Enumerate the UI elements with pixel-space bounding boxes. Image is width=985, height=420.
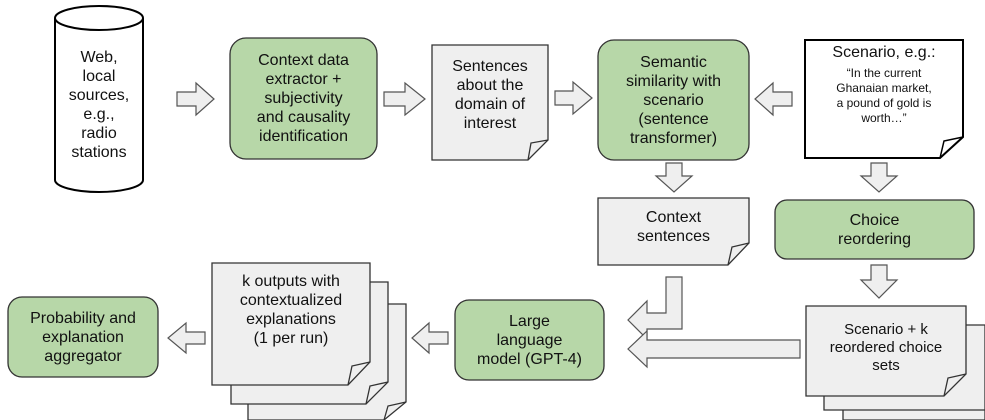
arrow-llm-koutputs [411,321,449,355]
semantic-box [597,39,750,161]
scenario-title: Scenario, e.g.: [832,43,936,61]
extractor-box [229,37,378,160]
arrow-sentences-semantic [554,80,593,116]
arrow-koutputs-aggregator [167,321,206,355]
scenario-k-stack [805,305,985,420]
aggregator-label: Probability and explanation aggregator [30,309,136,365]
scenario-doc [804,39,964,159]
aggregator-box [7,296,159,378]
scenario-quote: “In the current Ghanaian market, a pound… [836,66,932,125]
choice-reordering-box [774,199,975,260]
arrows [167,80,899,369]
sentences-domain-label: Sentences about the domain of interest [452,58,528,132]
source-cylinder [54,5,144,193]
arrow-scenariok-llm [627,329,801,369]
arrow-choice-scenariok [859,264,899,299]
llm-label: Large language model (GPT-4) [477,312,582,368]
k-outputs-label: k outputs with contextualized explanatio… [239,273,343,347]
arrow-semantic-context [654,162,694,193]
context-sentences-doc [597,197,750,266]
source-label: Web, local sources, e.g., radio stations [68,49,130,161]
choice-reordering-label: Choice reordering [838,211,911,248]
extractor-label: Context data extractor + subjectivity an… [256,52,351,145]
semantic-label: Semantic similarity with scenario (sente… [625,53,722,147]
sentences-domain-doc [431,44,549,161]
arrow-context-llm [627,276,683,341]
arrow-scenario-choice [859,162,899,193]
arrow-scenario-semantic [754,81,793,117]
arrow-source-extractor [176,81,215,117]
context-sentences-label: Context sentences [637,209,710,245]
scenario-k-label: Scenario + k reordered choice sets [829,321,943,374]
llm-box [454,299,605,381]
k-outputs-stack [211,262,407,420]
arrow-extractor-sentences [383,81,426,117]
